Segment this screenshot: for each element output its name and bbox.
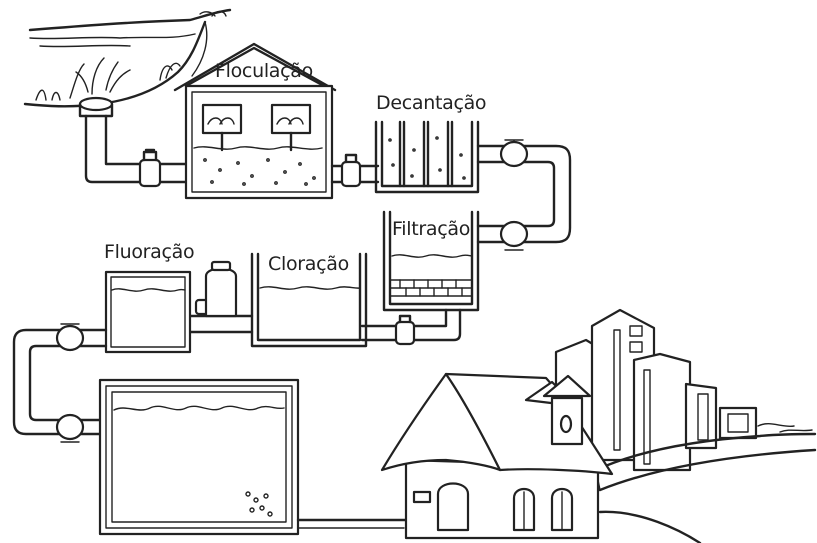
pipe-filtration-to-chloration [362,310,460,344]
pump-icon [57,415,83,439]
valve-icon [396,322,414,344]
pipe-decantation-to-filtration [478,140,570,250]
house [382,374,612,538]
pump-icon [57,326,83,350]
reservoir-tank [100,380,298,534]
mixer-icon [203,105,241,133]
valve-icon [342,162,360,186]
chemical-tank-icon [206,269,236,317]
pump-icon [501,222,527,246]
valve-icon [140,160,160,186]
label-decantacao: Decantação [376,92,486,114]
intake-icon [80,98,112,110]
door-icon [438,484,468,531]
pipe-flocculation-to-decantation [332,155,378,186]
pipe-fluoration-to-reservoir [14,324,106,442]
decantation-unit [376,122,478,192]
pipe-reservoir-to-house [298,520,414,528]
window-icon [414,492,430,502]
label-filtracao: Filtração [392,218,470,240]
label-floculacao: Floculação [215,60,313,82]
mixer-icon [272,105,310,133]
label-fluoracao: Fluoração [104,241,194,263]
fluoration-unit [106,272,190,352]
pump-icon [501,142,527,166]
label-cloracao: Cloração [268,253,349,275]
pipe-chloration-to-fluoration [190,262,252,332]
pipe-intake-to-flocculation [86,116,190,186]
